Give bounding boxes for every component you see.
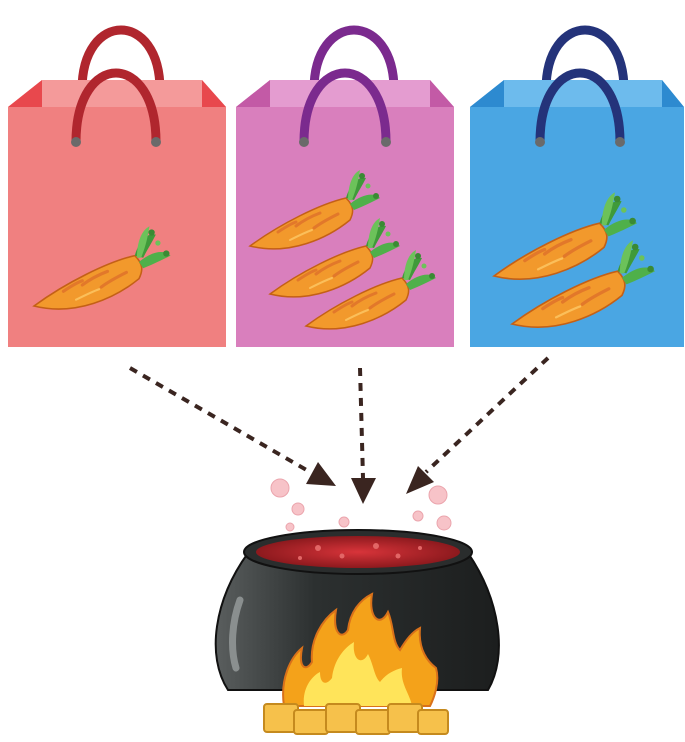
arrow-left <box>130 368 336 486</box>
wood-log-5 <box>388 704 422 732</box>
arrow-right <box>406 358 548 494</box>
red-bag-body <box>8 107 226 347</box>
wood-log-3 <box>326 704 360 732</box>
wood-log-4 <box>356 710 390 734</box>
wood-log-2 <box>294 710 328 734</box>
red-bag <box>8 30 226 347</box>
pink-bag <box>236 30 454 347</box>
blue-bag <box>470 30 684 347</box>
pot-soup <box>256 536 460 568</box>
arrows <box>130 358 548 504</box>
firewood <box>264 704 448 734</box>
wood-log-1 <box>264 704 298 732</box>
arrow-middle <box>351 368 376 504</box>
wood-log-6 <box>418 710 448 734</box>
